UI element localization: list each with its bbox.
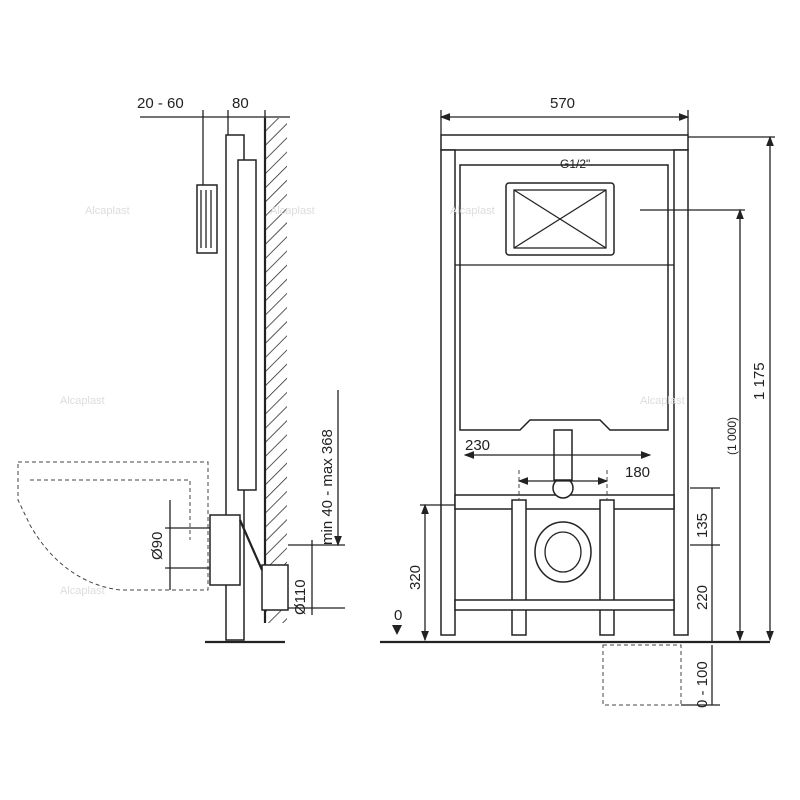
dim-plate-height-label: (1 000) — [725, 417, 739, 455]
dim-width-label: 570 — [550, 95, 575, 112]
dim-water-connection-label: G1/2" — [560, 157, 590, 171]
dim-inlet-label: Ø90 — [149, 532, 166, 560]
svg-text:Alcaplast: Alcaplast — [450, 205, 495, 217]
frame-right-leg — [673, 149, 689, 636]
svg-text:Alcaplast: Alcaplast — [640, 395, 685, 407]
front-view: G1/2" 570 1 175 (1 000) 230 180 135 220 … — [380, 95, 775, 708]
svg-text:Alcaplast: Alcaplast — [60, 395, 105, 407]
dim-wall-range-label: min 40 - max 368 — [319, 429, 336, 545]
dim-total-height-label: 1 175 — [751, 362, 768, 400]
floor-level-marker-icon — [392, 625, 402, 635]
svg-text:Alcaplast: Alcaplast — [85, 205, 130, 217]
dim-bolt-spacing-outer-label: 230 — [465, 437, 490, 454]
dim-bolt-spacing-inner-label: 180 — [625, 464, 650, 481]
floor-adjust-outline — [602, 644, 682, 706]
flush-plate-side — [196, 184, 218, 254]
dim-outlet-label: Ø110 — [292, 579, 309, 615]
frame-top-bar — [440, 134, 689, 151]
dim-plate-offset-label: 20 - 60 — [137, 95, 184, 112]
dim-floor-level-label: 0 — [394, 607, 402, 624]
outlet-pipe-side — [261, 564, 289, 611]
dim-floor-adjust-label: 0 - 100 — [694, 661, 711, 708]
toilet-bowl-outline — [17, 461, 209, 591]
dim-drain-height-label: 220 — [694, 585, 711, 610]
dim-bolt-height-label: 135 — [694, 513, 711, 538]
svg-text:Alcaplast: Alcaplast — [270, 205, 315, 217]
frame-left-leg — [440, 149, 456, 636]
dim-seat-height-label: 320 — [407, 565, 424, 590]
dim-depth-label: 80 — [232, 95, 249, 112]
inlet-pipe-side — [209, 514, 241, 586]
drain-outlet — [534, 521, 592, 583]
svg-text:Alcaplast: Alcaplast — [60, 585, 105, 597]
cistern-side — [237, 159, 257, 491]
side-view: 20 - 60 80 Ø90 Ø110 min 40 - max 368 Alc… — [17, 95, 345, 644]
wall-hatch — [265, 118, 287, 623]
